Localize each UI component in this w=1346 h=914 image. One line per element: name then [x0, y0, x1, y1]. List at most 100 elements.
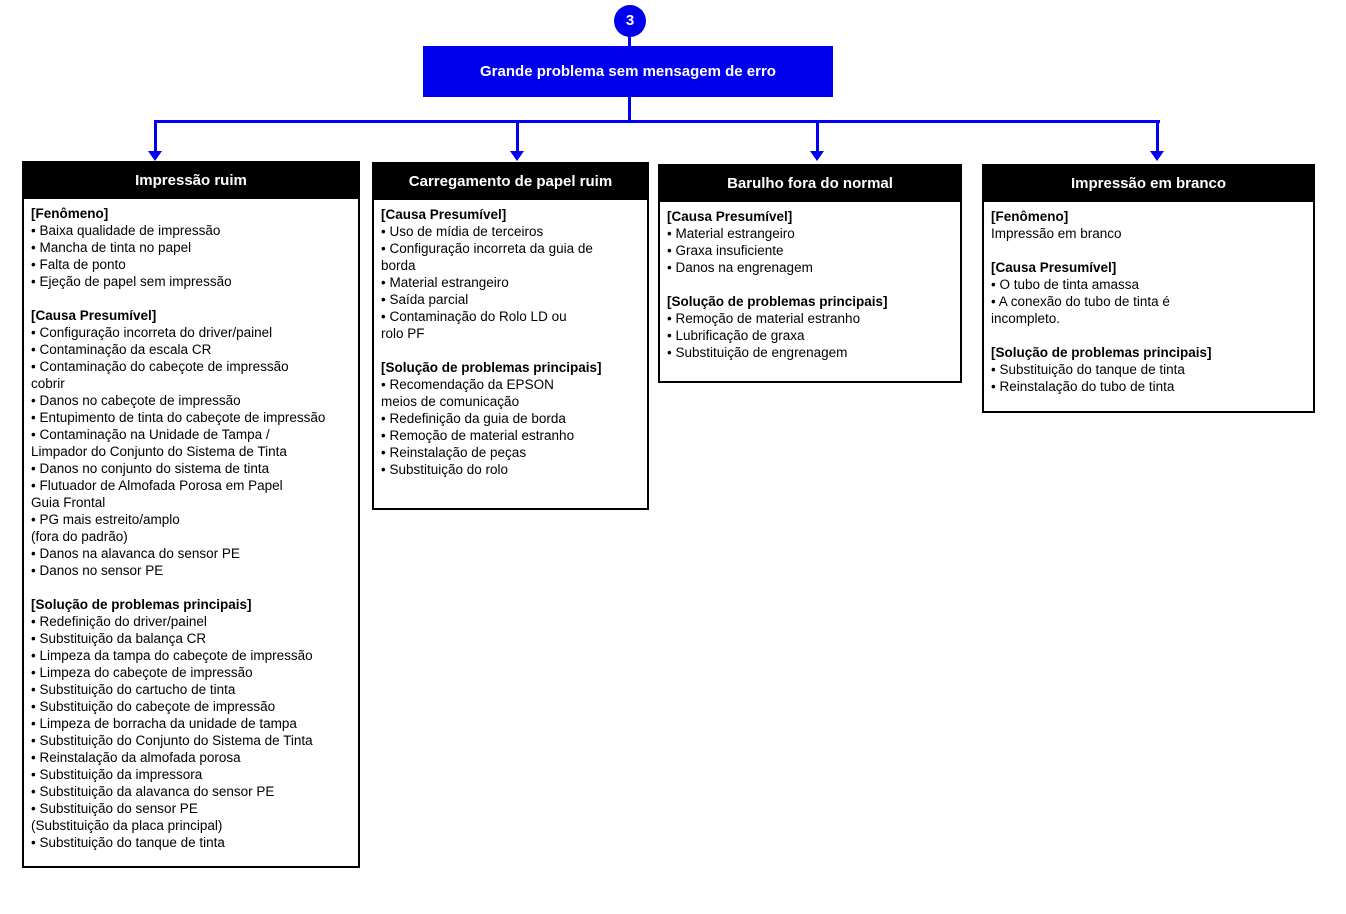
body-line: • Material estrangeiro: [667, 226, 795, 241]
body-line: • Baixa qualidade de impressão: [31, 223, 221, 238]
body-line: • Danos no conjunto do sistema de tinta: [31, 461, 270, 476]
body-line: incompleto.: [991, 311, 1061, 326]
body-line: • PG mais estreito/amplo: [31, 512, 180, 527]
step-number-badge: 3: [614, 5, 646, 37]
body-line: Impressão em branco: [991, 226, 1122, 241]
body-line: • A conexão do tubo de tinta é: [991, 294, 1170, 309]
section-heading: [Solução de problemas principais]: [31, 597, 252, 612]
body-line: • Falta de ponto: [31, 257, 126, 272]
body-line: • Reinstalação do tubo de tinta: [991, 379, 1175, 394]
body-line: • Material estrangeiro: [381, 275, 509, 290]
body-line: • Contaminação do Rolo LD ou: [381, 309, 567, 324]
body-line: • Substituição da alavanca do sensor PE: [31, 784, 275, 799]
connector-root-to-branches: [628, 97, 631, 121]
body-line: • Limpeza do cabeçote de impressão: [31, 665, 253, 680]
section-heading: [Causa Presumível]: [667, 209, 793, 224]
branch-box-body: [Fenômeno] Impressão em branco [Causa Pres…: [984, 202, 1313, 395]
body-line: • Contaminação na Unidade de Tampa /: [31, 427, 270, 442]
body-line: • Flutuador de Almofada Porosa em Papel: [31, 478, 283, 493]
body-line: • Remoção de material estranho: [667, 311, 861, 326]
body-line: • Graxa insuficiente: [667, 243, 784, 258]
section-heading: [Causa Presumível]: [991, 260, 1117, 275]
arrow-line: [816, 120, 819, 152]
section-heading: [Fenômeno]: [31, 206, 109, 221]
arrow-down-icon: [1150, 151, 1164, 161]
body-line: • Reinstalação da almofada porosa: [31, 750, 241, 765]
body-line: • Saída parcial: [381, 292, 469, 307]
branch-box-body: [Causa Presumível] • Material estrangeiro…: [660, 202, 960, 361]
body-line: • Substituição do cabeçote de impressão: [31, 699, 276, 714]
root-problem-node: Grande problema sem mensagem de erro: [423, 46, 833, 97]
branch-horizontal-line: [154, 120, 1160, 123]
branch-box-body: [Causa Presumível] • Uso de mídia de terc…: [374, 200, 647, 478]
branch-box-impressao-em-branco: Impressão em branco [Fenômeno] Impressão …: [982, 164, 1315, 413]
box-section: [Solução de problemas principais] • Remoç…: [667, 293, 955, 361]
body-line: • Configuração incorreta do driver/paine…: [31, 325, 273, 340]
box-section: [Fenômeno] • Baixa qualidade de impressão…: [31, 205, 353, 290]
section-heading: [Causa Presumível]: [31, 308, 157, 323]
section-heading: [Fenômeno]: [991, 209, 1069, 224]
section-heading: [Solução de problemas principais]: [991, 345, 1212, 360]
body-line: meios de comunicação: [381, 394, 520, 409]
body-line: • Danos no sensor PE: [31, 563, 164, 578]
section-heading: [Causa Presumível]: [381, 207, 507, 222]
body-line: • Substituição do tanque de tinta: [991, 362, 1185, 377]
box-section: [Causa Presumível] • Uso de mídia de terc…: [381, 206, 642, 342]
body-line: • Limpeza da tampa do cabeçote de impres…: [31, 648, 313, 663]
body-line: • Recomendação da EPSON: [381, 377, 554, 392]
connector-badge-to-root: [628, 35, 631, 47]
branch-box-title: Impressão em branco: [984, 166, 1313, 202]
box-section: [Solução de problemas principais] • Subst…: [991, 344, 1308, 395]
body-line: • Ejeção de papel sem impressão: [31, 274, 232, 289]
body-line: • Substituição do tanque de tinta: [31, 835, 225, 850]
arrow-down-icon: [510, 151, 524, 161]
arrow-line: [1156, 120, 1159, 152]
arrow-line: [516, 120, 519, 152]
body-line: cobrir: [31, 376, 65, 391]
body-line: • Uso de mídia de terceiros: [381, 224, 544, 239]
body-line: • Substituição do Conjunto do Sistema de…: [31, 733, 313, 748]
body-line: • Substituição do cartucho de tinta: [31, 682, 236, 697]
branch-box-title: Barulho fora do normal: [660, 166, 960, 202]
box-section: [Causa Presumível]• O tubo de tinta amas…: [991, 259, 1308, 327]
arrow-line: [154, 120, 157, 152]
body-line: • Contaminação da escala CR: [31, 342, 212, 357]
body-line: • Configuração incorreta da guia de: [381, 241, 593, 256]
body-line: (fora do padrão): [31, 529, 128, 544]
body-line: • Substituição de engrenagem: [667, 345, 848, 360]
box-section: [Fenômeno] Impressão em branco: [991, 208, 1308, 242]
body-line: • Entupimento de tinta do cabeçote de im…: [31, 410, 326, 425]
branch-box-barulho-fora-do-normal: Barulho fora do normal [Causa Presumível…: [658, 164, 962, 383]
box-section: [Causa Presumível] • Material estrangeiro…: [667, 208, 955, 276]
box-section: [Solução de problemas principais]• Recom…: [381, 359, 642, 478]
body-line: • Reinstalação de peças: [381, 445, 527, 460]
body-line: • Danos no cabeçote de impressão: [31, 393, 241, 408]
body-line: • Substituição da impressora: [31, 767, 203, 782]
branch-box-title: Carregamento de papel ruim: [374, 164, 647, 200]
body-line: • Remoção de material estranho: [381, 428, 575, 443]
arrow-down-icon: [148, 151, 162, 161]
body-line: (Substituição da placa principal): [31, 818, 223, 833]
body-line: borda: [381, 258, 416, 273]
body-line: • Lubrificação de graxa: [667, 328, 805, 343]
body-line: • Contaminação do cabeçote de impressão: [31, 359, 289, 374]
box-section: [Causa Presumível] • Configuração incorre…: [31, 307, 353, 579]
branch-box-impressao-ruim: Impressão ruim [Fenômeno]• Baixa qualida…: [22, 161, 360, 868]
body-line: • Redefinição do driver/painel: [31, 614, 207, 629]
section-heading: [Solução de problemas principais]: [667, 294, 888, 309]
body-line: • Substituição do rolo: [381, 462, 509, 477]
body-line: rolo PF: [381, 326, 425, 341]
branch-arrow-4: [1150, 120, 1164, 161]
body-line: • Substituição da balança CR: [31, 631, 207, 646]
arrow-down-icon: [810, 151, 824, 161]
branch-box-body: [Fenômeno] • Baixa qualidade de impressão…: [24, 199, 358, 851]
body-line: • Danos na alavanca do sensor PE: [31, 546, 240, 561]
branch-arrow-3: [810, 120, 824, 161]
branch-arrow-2: [510, 120, 524, 161]
body-line: • Redefinição da guia de borda: [381, 411, 566, 426]
body-line: • Mancha de tinta no papel: [31, 240, 192, 255]
body-line: Limpador do Conjunto do Sistema de Tinta: [31, 444, 287, 459]
body-line: • Limpeza de borracha da unidade de tamp…: [31, 716, 297, 731]
box-section: [Solução de problemas principais] • Redef…: [31, 596, 353, 851]
